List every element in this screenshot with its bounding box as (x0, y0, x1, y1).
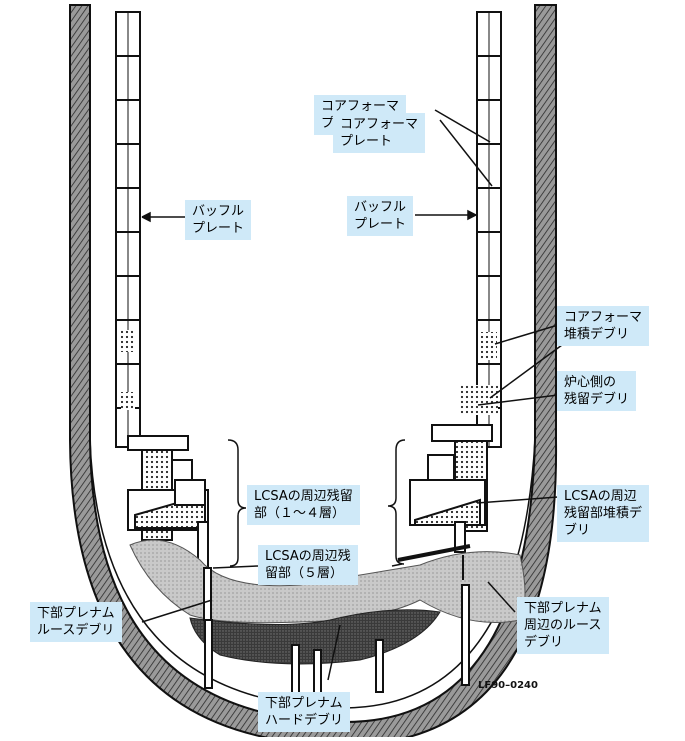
left-baffle-column (115, 11, 141, 448)
brace-left (227, 439, 247, 567)
label-lower-plenum-peripheral-loose: 下部プレナム 周辺のルース デブリ (517, 597, 609, 654)
right-lcsa-structure (397, 424, 493, 562)
label-lcsa-layer-5: LCSAの周辺残 留部（５層） (258, 545, 358, 585)
label-core-former-front: コアフォーマ プレート (333, 113, 426, 153)
brace-right (387, 439, 406, 565)
label-lcsa-layers-1-4: LCSAの周辺残留 部（１～４層） (247, 485, 360, 525)
left-lcsa-structure (127, 435, 209, 569)
label-baffle-right: バッフル プレート (347, 196, 414, 236)
instrument-tubes (203, 567, 470, 701)
label-lower-plenum-loose: 下部プレナム ルースデブリ (30, 602, 122, 642)
leader-lines (141, 109, 563, 681)
figure-code: LF90–0240 (478, 680, 538, 691)
right-baffle-column (460, 11, 502, 448)
label-lcsa-peripheral-deposit: LCSAの周辺 残留部堆積デ ブリ (557, 485, 650, 542)
label-baffle-left: バッフル プレート (185, 200, 252, 240)
vessel-wall (69, 4, 558, 741)
label-lower-plenum-hard: 下部プレナム ハードデブリ (258, 692, 351, 732)
label-core-former-debris: コアフォーマ 堆積デブリ (557, 306, 650, 346)
label-core-side-debris: 炉心側の 残留デブリ (557, 371, 637, 411)
